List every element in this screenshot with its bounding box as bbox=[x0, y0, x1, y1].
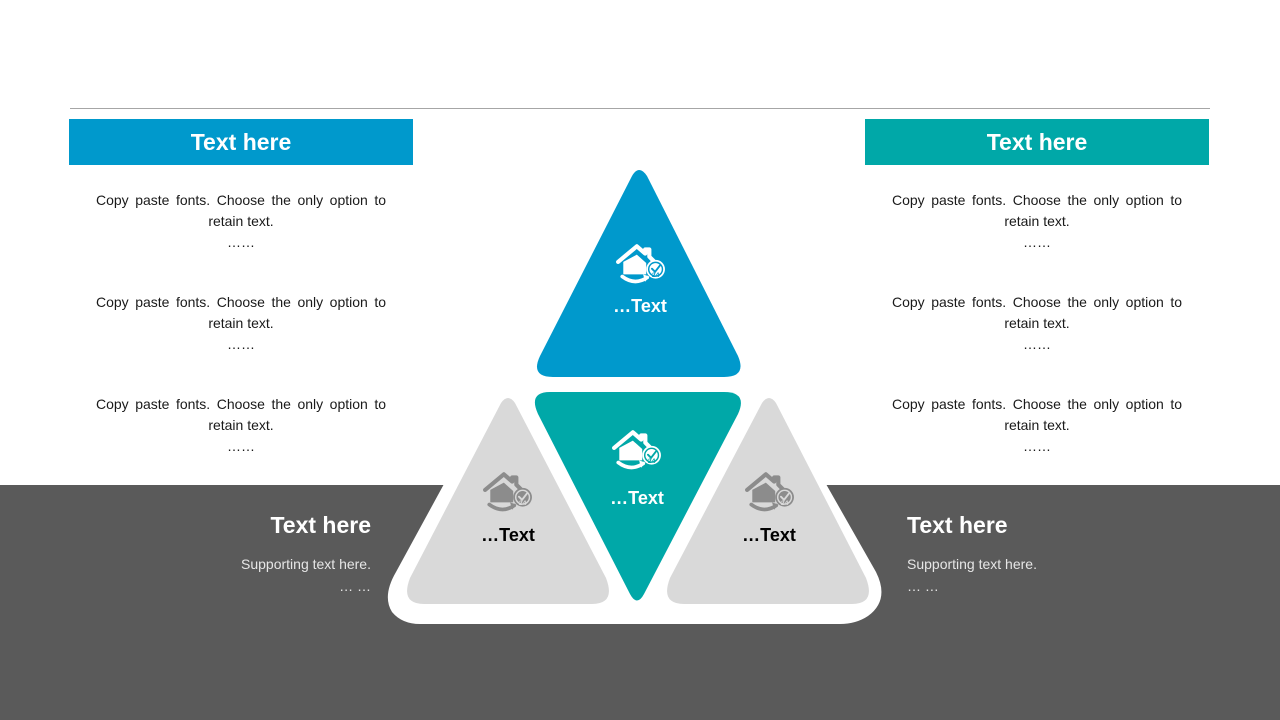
left-paragraph-3: Copy paste fonts. Choose the only option… bbox=[96, 396, 386, 454]
left-header: Text here bbox=[69, 119, 413, 165]
bottom-right-title: Text here bbox=[907, 512, 1008, 538]
pyramid-top-label: …Text bbox=[613, 296, 667, 316]
pyramid-right-label: …Text bbox=[742, 525, 796, 545]
right-paragraph-1: Copy paste fonts. Choose the only option… bbox=[892, 192, 1182, 250]
left-paragraph-2: Copy paste fonts. Choose the only option… bbox=[96, 294, 386, 352]
right-header: Text here bbox=[865, 119, 1209, 165]
bottom-left-title: Text here bbox=[270, 512, 371, 538]
bottom-right-supporting: Supporting text here. … … bbox=[907, 556, 1037, 594]
right-paragraph-3: Copy paste fonts. Choose the only option… bbox=[892, 396, 1182, 454]
pyramid-center-label: …Text bbox=[610, 488, 664, 508]
pyramid-center-triangle bbox=[534, 392, 741, 601]
top-divider bbox=[70, 108, 1210, 109]
pyramid-left-label: …Text bbox=[481, 525, 535, 545]
left-paragraph-1: Copy paste fonts. Choose the only option… bbox=[96, 192, 386, 250]
bottom-left-supporting: Supporting text here. … … bbox=[241, 556, 371, 594]
right-paragraph-2: Copy paste fonts. Choose the only option… bbox=[892, 294, 1182, 352]
